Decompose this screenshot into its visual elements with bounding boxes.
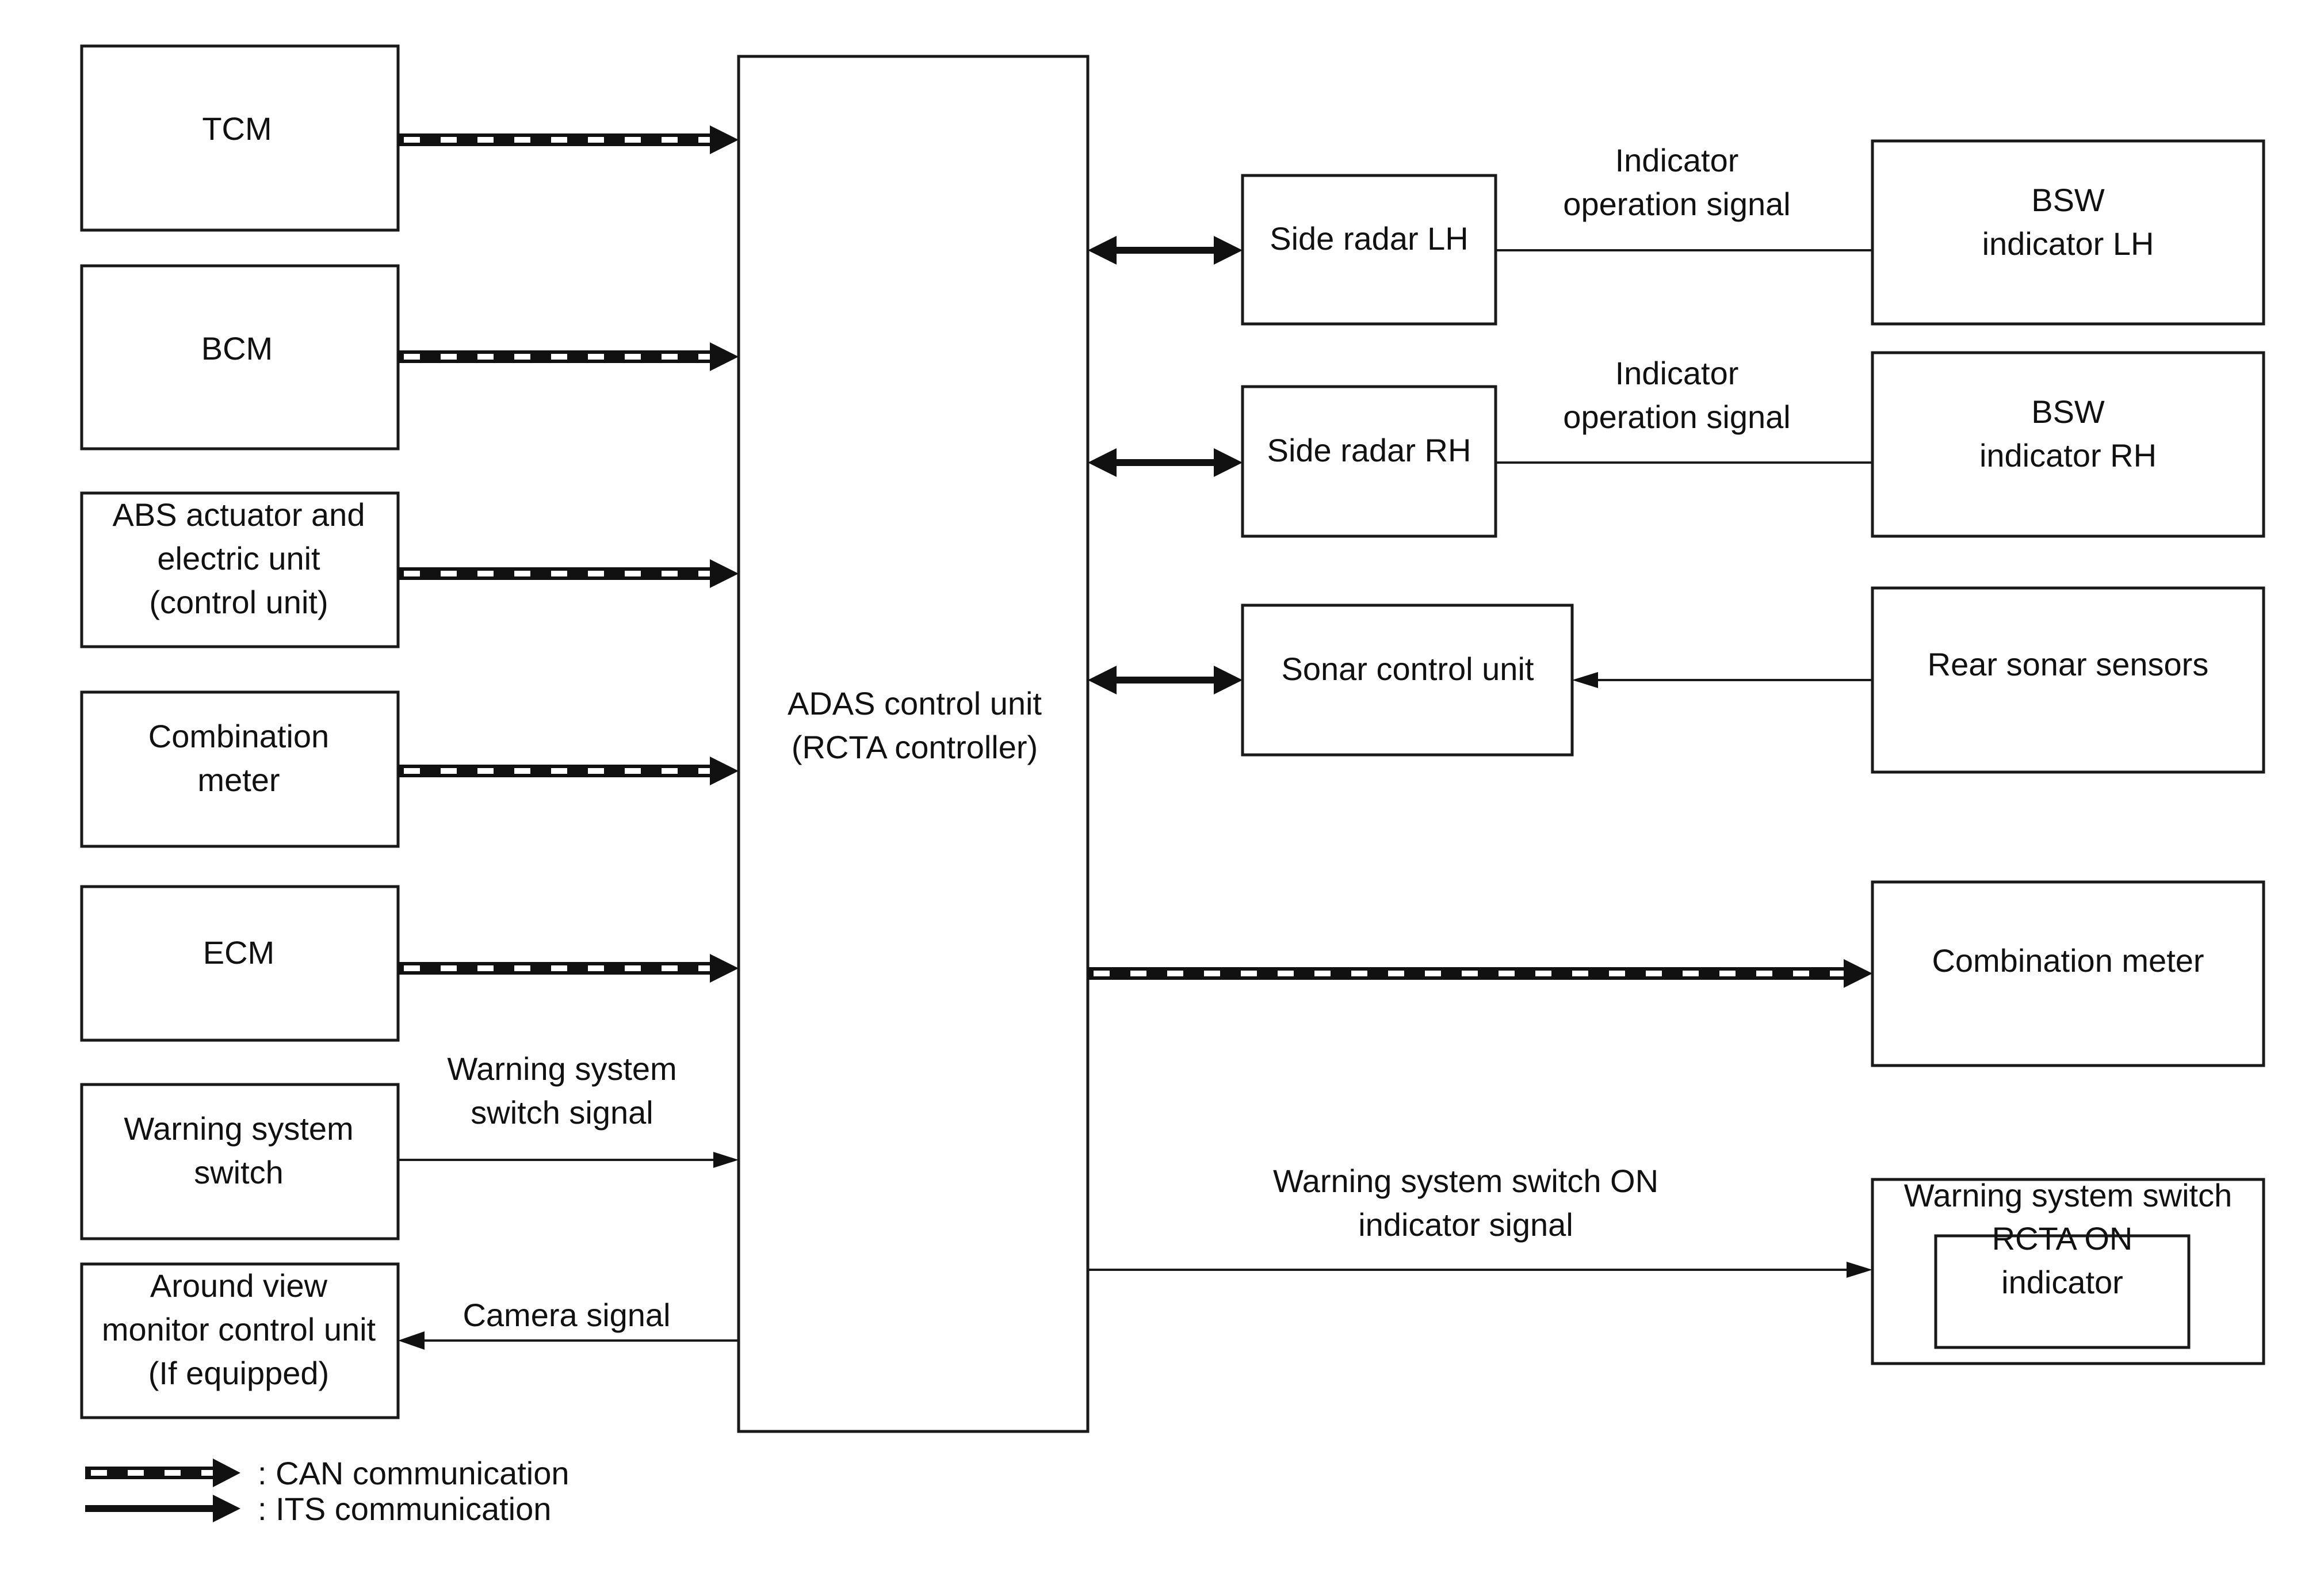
label-line: Warning system switch ON [1273, 1163, 1658, 1199]
label-line: Camera signal [462, 1297, 670, 1333]
node-around-view-monitor: Around view monitor control unit (If equip… [80, 1262, 400, 1419]
node-abs-actuator-label: ABS actuator and electric unit (control un… [113, 497, 365, 620]
label-line: Side radar LH [1270, 220, 1469, 257]
edge-label-warning-switch-signal: Warning system switch signal [447, 1051, 676, 1131]
label-line: ADAS control unit [788, 685, 1042, 721]
label-line: Warning system [124, 1110, 353, 1147]
label-line: Combination meter [1932, 942, 2204, 979]
can-link-combination-meter-right [1088, 959, 1872, 988]
label-line: RCTA ON [1992, 1220, 2133, 1257]
edge-label-indicator-lh: Indicator operation signal [1563, 142, 1790, 222]
can-link-ecm [398, 954, 739, 983]
label-line: Warning system switch [1904, 1177, 2233, 1213]
label-line: Warning system [447, 1051, 676, 1087]
node-rcta-on-indicator-label: RCTA ON indicator [1992, 1220, 2133, 1300]
legend-its-label: : ITS communication [258, 1491, 551, 1527]
label-line: Sonar control unit [1282, 651, 1534, 687]
node-ecm-label: ECM [203, 934, 274, 971]
label-line: indicator [2001, 1264, 2123, 1300]
node-combination-meter-left-label: Combination meter [148, 718, 329, 798]
node-abs-actuator: ABS actuator and electric unit (control un… [80, 491, 400, 648]
can-link-combination-meter-left [398, 757, 739, 785]
node-bsw-indicator-lh-label: BSW indicator LH [1982, 182, 2154, 262]
node-combination-meter-right: Combination meter [1871, 880, 2265, 1067]
node-side-radar-rh: Side radar RH [1241, 385, 1497, 538]
label-line: Indicator [1615, 355, 1739, 391]
node-side-radar-lh: Side radar LH [1241, 174, 1497, 326]
node-bcm: BCM [80, 264, 400, 450]
signal-rear-sonar-to-sonar-control [1572, 672, 1872, 688]
node-adas-control-unit-label: ADAS control unit (RCTA controller) [788, 685, 1042, 765]
node-warning-system-switch-left-label: Warning system switch [124, 1110, 353, 1190]
label-line: (RCTA controller) [792, 729, 1038, 765]
node-around-view-monitor-label: Around view monitor control unit (If equip… [102, 1267, 376, 1391]
label-line: indicator RH [1979, 437, 2157, 474]
node-bsw-indicator-rh-label: BSW indicator RH [1979, 394, 2157, 474]
label-line: BCM [201, 330, 273, 366]
node-side-radar-lh-label: Side radar LH [1270, 220, 1469, 257]
signal-camera-adas-to-avm [398, 1331, 739, 1350]
label-line: electric unit [157, 540, 320, 576]
legend-can-label: : CAN communication [258, 1455, 569, 1491]
edge-label-camera-signal: Camera signal [462, 1297, 670, 1333]
legend: : CAN communication : ITS communication [85, 1455, 569, 1527]
node-bsw-indicator-rh: BSW indicator RH [1871, 351, 2265, 538]
node-combination-meter-right-label: Combination meter [1932, 942, 2204, 979]
label-line: (control unit) [149, 584, 328, 620]
label-line: indicator signal [1358, 1206, 1573, 1243]
node-bsw-indicator-lh: BSW indicator LH [1871, 139, 2265, 326]
node-tcm: TCM [80, 44, 400, 232]
label-line: BSW [2031, 394, 2105, 430]
can-link-bcm [398, 342, 739, 371]
node-side-radar-rh-label: Side radar RH [1267, 432, 1471, 468]
label-line: monitor control unit [102, 1311, 376, 1347]
node-warning-system-switch-left: Warning system switch [80, 1083, 400, 1240]
node-combination-meter-left: Combination meter [80, 690, 400, 848]
label-line: Indicator [1615, 142, 1739, 178]
label-line: (If equipped) [148, 1355, 329, 1391]
label-line: Rear sonar sensors [1928, 646, 2209, 682]
node-sonar-control-unit: Sonar control unit [1241, 604, 1574, 757]
legend-its-sample [85, 1495, 240, 1522]
edge-label-warning-on-signal: Warning system switch ON indicator signal [1273, 1163, 1658, 1243]
node-rcta-on-indicator-box [1934, 1234, 2191, 1349]
label-line: TCM [202, 110, 272, 147]
label-line: Side radar RH [1267, 432, 1471, 468]
its-link-sonar-control [1088, 666, 1243, 694]
signal-warning-switch-to-adas [398, 1152, 739, 1168]
can-link-abs [398, 559, 739, 588]
edge-label-indicator-rh: Indicator operation signal [1563, 355, 1790, 435]
label-line: operation signal [1563, 186, 1790, 222]
legend-can-sample [85, 1458, 240, 1487]
node-warning-system-switch-right-label: Warning system switch [1904, 1177, 2233, 1213]
node-warning-system-switch-right: Warning system switch RCTA ON indicator [1871, 1177, 2265, 1365]
label-line: operation signal [1563, 399, 1790, 435]
label-line: meter [197, 762, 280, 798]
node-rear-sonar-sensors: Rear sonar sensors [1871, 586, 2265, 774]
can-link-tcm [398, 125, 739, 154]
label-line: indicator LH [1982, 226, 2154, 262]
label-line: BSW [2031, 182, 2105, 218]
label-line: ECM [203, 934, 274, 971]
node-ecm: ECM [80, 885, 400, 1042]
signal-adas-to-warning-switch-right [1088, 1262, 1872, 1278]
label-line: switch signal [471, 1094, 653, 1131]
node-rear-sonar-sensors-label: Rear sonar sensors [1928, 646, 2209, 682]
label-line: ABS actuator and [113, 497, 365, 533]
node-tcm-label: TCM [202, 110, 272, 147]
label-line: Around view [150, 1267, 328, 1304]
label-line: Combination [148, 718, 329, 754]
node-sonar-control-unit-label: Sonar control unit [1282, 651, 1534, 687]
node-bcm-label: BCM [201, 330, 273, 366]
its-link-side-radar-rh [1088, 448, 1243, 477]
label-line: switch [194, 1154, 284, 1190]
node-adas-control-unit: ADAS control unit (RCTA controller) [737, 55, 1090, 1433]
its-link-side-radar-lh [1088, 236, 1243, 265]
